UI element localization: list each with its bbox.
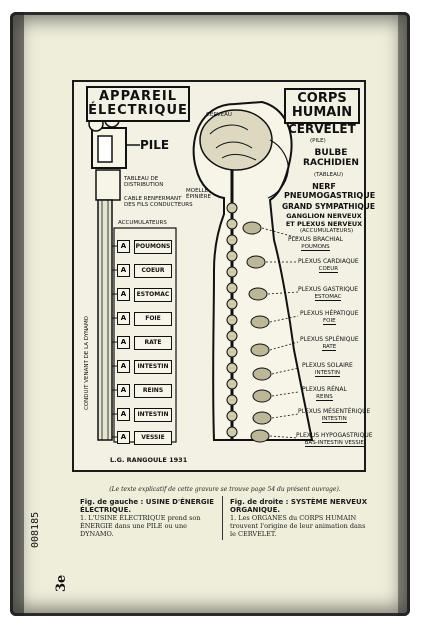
plexus-name: PLEXUS HYPOGASTRIQUE [296, 432, 373, 439]
battery-a-box: A [117, 360, 130, 373]
serial-number: 008185 [30, 511, 41, 548]
battery-intestin: INTESTIN [134, 360, 172, 374]
plexus-organ: RATE [322, 344, 337, 351]
battery-a-box: A [117, 336, 130, 349]
battery-intestin-2: INTESTIN [134, 408, 172, 422]
plexus-organ: INTESTIN [321, 416, 347, 423]
left-edge-grunge [10, 12, 24, 616]
plexus-organ: INTESTIN [314, 370, 340, 377]
caption: (Le texte explicatif de cette gravure se… [109, 486, 341, 493]
plexus-organ: FOIE [322, 318, 336, 325]
plexus-organ: ESTOMAC [314, 294, 342, 301]
right-title: CORPS HUMAIN [284, 88, 360, 124]
conduit-label: CONDUIT VENANT DE LA DYNAMO [84, 315, 90, 410]
left-column-heading: Fig. de gauche : USINE D'ÉNERGIE ÉLECTRI… [80, 498, 215, 514]
plexus-organ: REINS [316, 394, 333, 401]
nerf-label: NERF PNEUMOGASTRIQUE [284, 182, 376, 200]
ganglion-label: GANGLION NERVEUX ET PLEXUS NERVEUX [285, 212, 363, 228]
battery-a-box: A [117, 431, 130, 444]
pile-label: PILE [140, 138, 170, 152]
battery-a-box: A [117, 288, 130, 301]
battery-foie: FOIE [134, 312, 172, 326]
brain [199, 109, 273, 171]
plexus-name: PLEXUS MÉSENTÉRIQUE [298, 408, 371, 415]
battery-a-box: A [117, 264, 130, 277]
face [267, 139, 289, 199]
column-divider [222, 496, 223, 540]
distribution-board [95, 169, 121, 201]
signature: L.G. RANGOULE 1931 [110, 456, 188, 464]
left-title: APPAREIL ÉLECTRIQUE [86, 86, 190, 122]
bulbe-sub: (TABLEAU) [314, 172, 344, 178]
moelle-label: MOELLE ÉPINIÈRE [186, 188, 211, 200]
plexus-organ: COEUR [318, 266, 339, 273]
plexus-name: PLEXUS BRACHIAL [288, 236, 343, 243]
ganglion-sub: (ACCUMULATEURS) [300, 228, 354, 234]
cerveau-label: CERVEAU [206, 112, 232, 118]
plexus-name: PLEXUS HÉPATIQUE [300, 310, 359, 317]
battery-rate: RATE [134, 336, 172, 350]
battery-reins: REINS [134, 384, 172, 398]
right-edge-grunge [398, 12, 410, 616]
plexus-name: PLEXUS SPLÉNIQUE [300, 336, 359, 343]
grand-sympathique-label: GRAND SYMPATHIQUE [282, 202, 375, 211]
plexus-organ: BAS-INTESTIN VESSIE [304, 440, 364, 447]
right-column: Fig. de droite : SYSTÈME NERVEUX ORGANIQ… [230, 498, 372, 538]
battery-vessie: VESSIE [134, 431, 172, 445]
left-column: Fig. de gauche : USINE D'ÉNERGIE ÉLECTRI… [80, 498, 222, 538]
pile-inner [97, 135, 113, 163]
battery-a-box: A [117, 408, 130, 421]
battery-a-box: A [117, 312, 130, 325]
battery-poumons: POUMONS [134, 240, 172, 254]
cable [97, 199, 113, 441]
plexus-name: PLEXUS CARDIAQUE [298, 258, 359, 265]
right-column-heading: Fig. de droite : SYSTÈME NERVEUX ORGANIQ… [230, 498, 368, 514]
accumulateurs-label: ACCUMULATEURS [118, 220, 167, 226]
plexus-organ: POUMONS [301, 244, 330, 251]
bulbe-label: BULBE RACHIDIEN [303, 148, 359, 168]
body-outline [192, 100, 314, 441]
battery-estomac: ESTOMAC [134, 288, 172, 302]
cervelet-sub: (PILE) [310, 138, 326, 144]
left-column-text: 1. L'USINE ÉLECTRIQUE prend son ÉNERGIE … [80, 514, 201, 538]
plexus-name: PLEXUS GASTRIQUE [298, 286, 359, 293]
edition-mark: 3e [54, 574, 69, 592]
tableau-label: TABLEAU DE DISTRIBUTION [124, 176, 164, 188]
plexus-name: PLEXUS RÉNAL [302, 386, 347, 393]
cable-label: CABLE RENFERMANT DES FILS CONDUCTEURS [124, 196, 193, 208]
cervelet-label: CERVELET [288, 122, 356, 136]
battery-a-box: A [117, 384, 130, 397]
battery-a-box: A [117, 240, 130, 253]
right-column-text: 1. Les ORGANES du CORPS HUMAIN trouvent … [230, 514, 366, 538]
plexus-name: PLEXUS SOLAIRE [302, 362, 353, 369]
battery-coeur: COEUR [134, 264, 172, 278]
